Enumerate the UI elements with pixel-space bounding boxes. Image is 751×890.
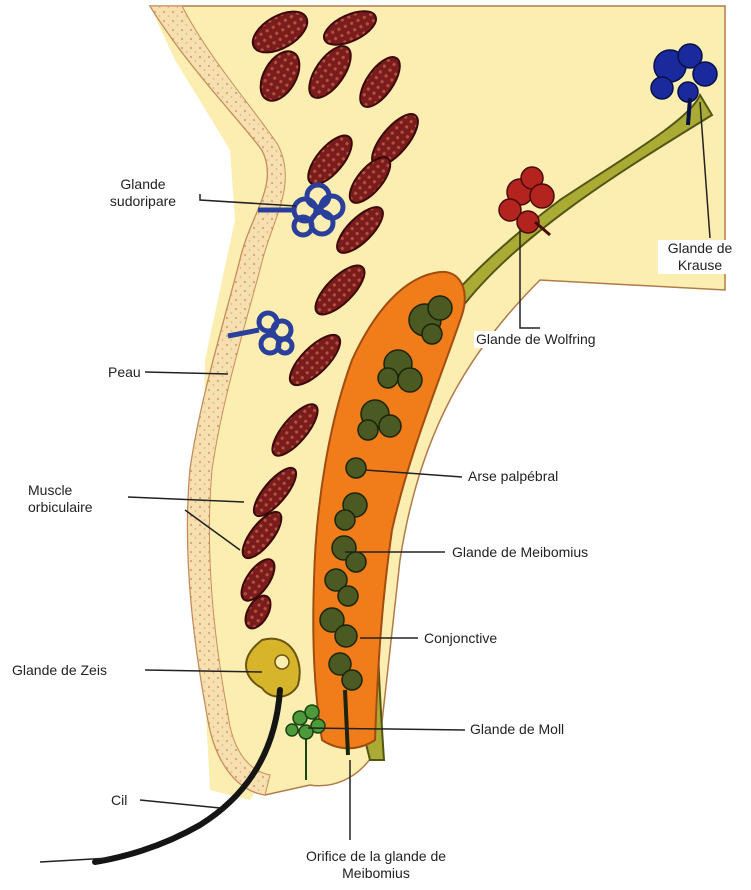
- label-glande-wolfring: Glande de Wolfring: [474, 331, 598, 348]
- leader-cil: [140, 800, 220, 808]
- label-glande-zeis: Glande de Zeis: [12, 662, 107, 679]
- label-conjonctive: Conjonctive: [424, 630, 497, 647]
- label-tarse-palpebral: Arse palpébral: [468, 468, 558, 485]
- label-glande-krause: Glande deKrause: [658, 240, 742, 274]
- label-glande-sudoripare: Glandesudoripare: [95, 176, 191, 210]
- label-muscle-orbiculaire: Muscleorbiculaire: [28, 482, 93, 516]
- label-orifice-meibomius: Orifice de la glande deMeibomius: [276, 848, 476, 882]
- label-glande-meibomius: Glande de Meibomius: [452, 544, 588, 561]
- label-peau: Peau: [108, 364, 141, 381]
- label-cil: Cil: [111, 792, 127, 809]
- label-glande-moll: Glande de Moll: [470, 721, 564, 738]
